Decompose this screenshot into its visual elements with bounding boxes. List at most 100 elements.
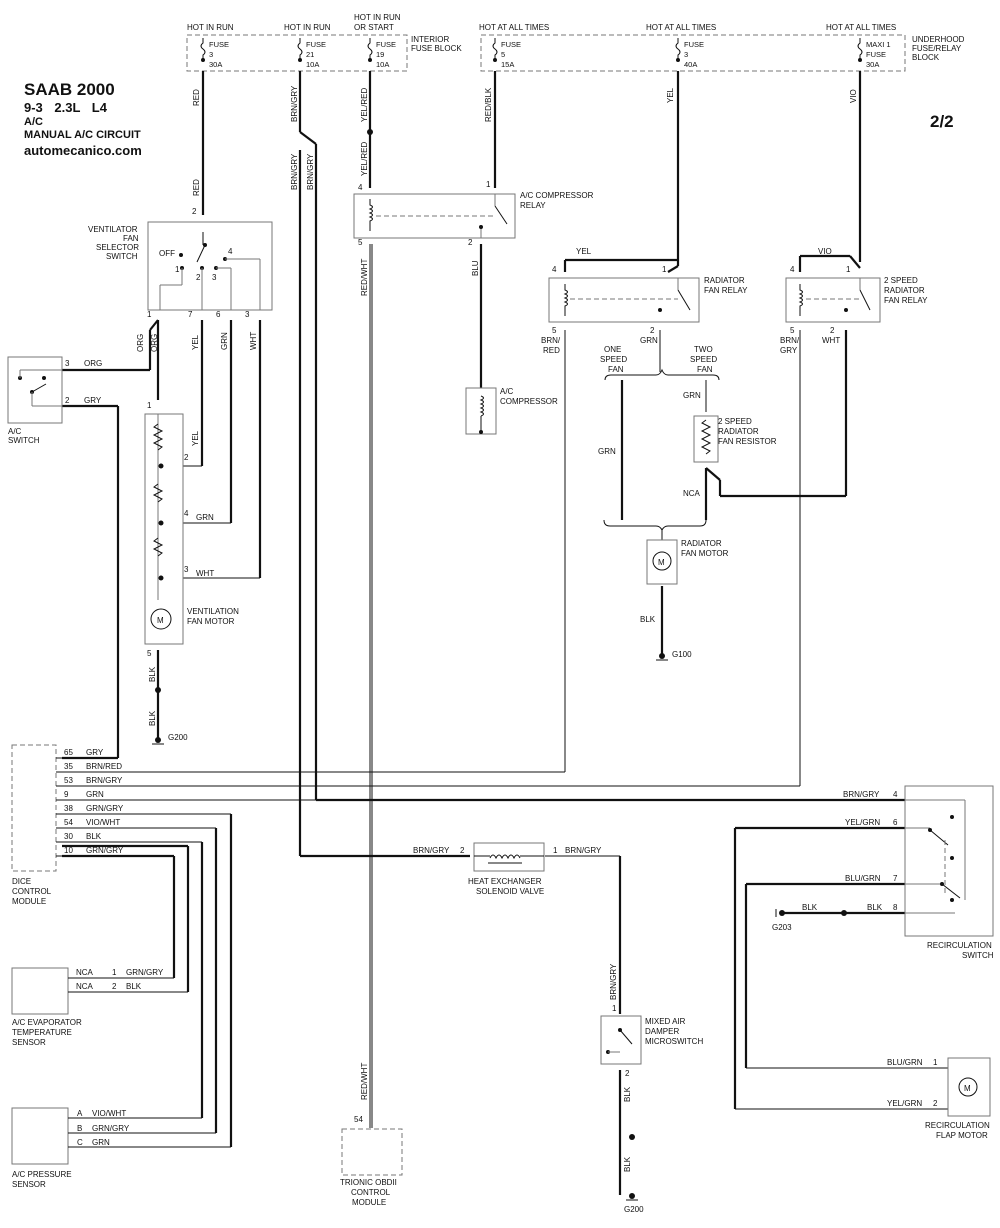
dice-wire: GRY: [86, 748, 104, 757]
svg-text:1: 1: [147, 401, 152, 410]
svg-text:YEL/RED: YEL/RED: [360, 142, 369, 176]
pressure-wire: VIO/WHT: [92, 1109, 126, 1118]
svg-text:SWITCH: SWITCH: [106, 252, 138, 261]
svg-text:RED/WHT: RED/WHT: [360, 259, 369, 296]
svg-text:G200: G200: [624, 1205, 644, 1214]
svg-text:30A: 30A: [209, 60, 222, 69]
radiator-fan-motor: M RADIATOR FAN MOTOR BLK G100 GRN: [598, 447, 729, 661]
svg-text:TEMPERATURE: TEMPERATURE: [12, 1028, 72, 1037]
dice-pin: 65: [64, 748, 73, 757]
svg-text:4: 4: [358, 183, 363, 192]
svg-text:4: 4: [552, 265, 557, 274]
svg-text:RED/WHT: RED/WHT: [360, 1063, 369, 1100]
svg-text:FUSE: FUSE: [684, 40, 704, 49]
svg-text:10A: 10A: [376, 60, 389, 69]
dice-wire: GRN: [86, 790, 104, 799]
pressure-pin: A: [77, 1109, 83, 1118]
svg-text:SWITCH: SWITCH: [8, 436, 40, 445]
svg-text:HEAT EXCHANGER: HEAT EXCHANGER: [468, 877, 542, 886]
flap-motor-wire: YEL/GRN: [887, 1099, 922, 1108]
engine-label: 9-3 2.3L L4: [24, 100, 107, 115]
pressure-wire: GRN: [92, 1138, 110, 1147]
svg-text:M: M: [157, 616, 164, 625]
recirc-wire: BLK: [802, 903, 818, 912]
svg-text:MODULE: MODULE: [352, 1198, 386, 1207]
dice-pin: 10: [64, 846, 73, 855]
svg-text:2: 2: [184, 453, 189, 462]
svg-text:BRN/: BRN/: [541, 336, 561, 345]
fuse-3-30a: FUSE 3 30A: [200, 38, 229, 69]
svg-text:GRY: GRY: [84, 396, 102, 405]
hot-in-run-label: HOT IN RUN: [187, 23, 234, 32]
svg-text:YEL: YEL: [576, 247, 592, 256]
dice-control-module: DICE CONTROL MODULE: [11, 744, 57, 906]
svg-text:FUSE: FUSE: [209, 40, 229, 49]
svg-text:FAN RESISTOR: FAN RESISTOR: [718, 437, 777, 446]
pressure-pin: C: [77, 1138, 83, 1147]
svg-text:A/C EVAPORATOR: A/C EVAPORATOR: [12, 1018, 82, 1027]
svg-text:G200: G200: [168, 733, 188, 742]
pressure-pin: B: [77, 1124, 82, 1133]
svg-text:6: 6: [216, 310, 221, 319]
underhood-block-label: FUSE/RELAY: [912, 44, 962, 53]
svg-text:FAN MOTOR: FAN MOTOR: [681, 549, 729, 558]
svg-text:RED/BLK: RED/BLK: [484, 87, 493, 122]
svg-text:WHT: WHT: [249, 332, 258, 350]
svg-text:SPEED: SPEED: [690, 355, 717, 364]
svg-text:G203: G203: [772, 923, 792, 932]
svg-text:TRIONIC OBDII: TRIONIC OBDII: [340, 1178, 397, 1187]
fuse-19-10a: FUSE 19 10A: [367, 38, 396, 69]
fuse-3-40a: FUSE 3 40A: [675, 38, 704, 69]
svg-text:VIO: VIO: [818, 247, 832, 256]
svg-text:ONE: ONE: [604, 345, 621, 354]
svg-text:2: 2: [192, 207, 197, 216]
page-number: 2/2: [930, 112, 954, 131]
svg-text:3: 3: [184, 565, 189, 574]
svg-text:RED: RED: [192, 89, 201, 106]
svg-text:VENTILATOR: VENTILATOR: [88, 225, 138, 234]
dice-pin: 30: [64, 832, 73, 841]
underhood-fuse-block: HOT AT ALL TIMES HOT AT ALL TIMES HOT AT…: [479, 23, 965, 72]
svg-text:5: 5: [501, 50, 505, 59]
svg-text:BLK: BLK: [148, 666, 157, 682]
svg-text:FAN: FAN: [608, 365, 624, 374]
recirc-wire: BRN/GRY: [843, 790, 880, 799]
hot-at-all-times-label: HOT AT ALL TIMES: [479, 23, 549, 32]
hot-in-run-start-label: HOT IN RUN: [354, 13, 401, 22]
flap-motor-pin: 1: [933, 1058, 938, 1067]
svg-text:OFF: OFF: [159, 249, 175, 258]
svg-text:BRN/GRY: BRN/GRY: [609, 963, 618, 1000]
svg-text:SELECTOR: SELECTOR: [96, 243, 139, 252]
mixed-air-damper-microswitch: MIXED AIR DAMPER MICROSWITCH 1 2 G200: [600, 1004, 703, 1214]
site-label: automecanico.com: [24, 143, 142, 158]
svg-text:1: 1: [486, 180, 491, 189]
svg-text:FAN: FAN: [697, 365, 713, 374]
ac-evaporator-temperature-sensor: A/C EVAPORATOR TEMPERATURE SENSOR: [11, 967, 82, 1047]
interior-fuse-block-label: FUSE BLOCK: [411, 44, 462, 53]
recirculation-switch: RECIRCULATION SWITCH: [904, 785, 994, 960]
ventilation-fan-motor: M VENTILATION FAN MOTOR 1 2 4 GRN 3 WHT …: [144, 401, 239, 658]
svg-text:YEL/RED: YEL/RED: [360, 88, 369, 122]
hot-at-all-times-label: HOT AT ALL TIMES: [826, 23, 896, 32]
svg-text:7: 7: [188, 310, 193, 319]
fuse-5-15a: FUSE 5 15A: [492, 38, 521, 69]
svg-text:4: 4: [790, 265, 795, 274]
fuse-21-10a: FUSE 21 10A: [297, 38, 326, 69]
recirc-pin: 6: [893, 818, 898, 827]
svg-text:ORG: ORG: [150, 334, 159, 352]
hot-in-run-label: HOT IN RUN: [284, 23, 331, 32]
svg-text:1: 1: [662, 265, 667, 274]
dice-pin: 54: [64, 818, 73, 827]
flap-motor-pin: 2: [933, 1099, 938, 1108]
svg-text:TWO: TWO: [694, 345, 713, 354]
recirc-wire: BLU/GRN: [845, 874, 881, 883]
svg-text:MAXI 1: MAXI 1: [866, 40, 891, 49]
svg-text:GRN: GRN: [598, 447, 616, 456]
svg-text:2: 2: [830, 326, 835, 335]
recirc-pin: 4: [893, 790, 898, 799]
dice-wire: BRN/GRY: [86, 776, 123, 785]
svg-text:BLK: BLK: [640, 615, 656, 624]
dice-wire: VIO/WHT: [86, 818, 120, 827]
make-model: SAAB 2000: [24, 80, 115, 99]
